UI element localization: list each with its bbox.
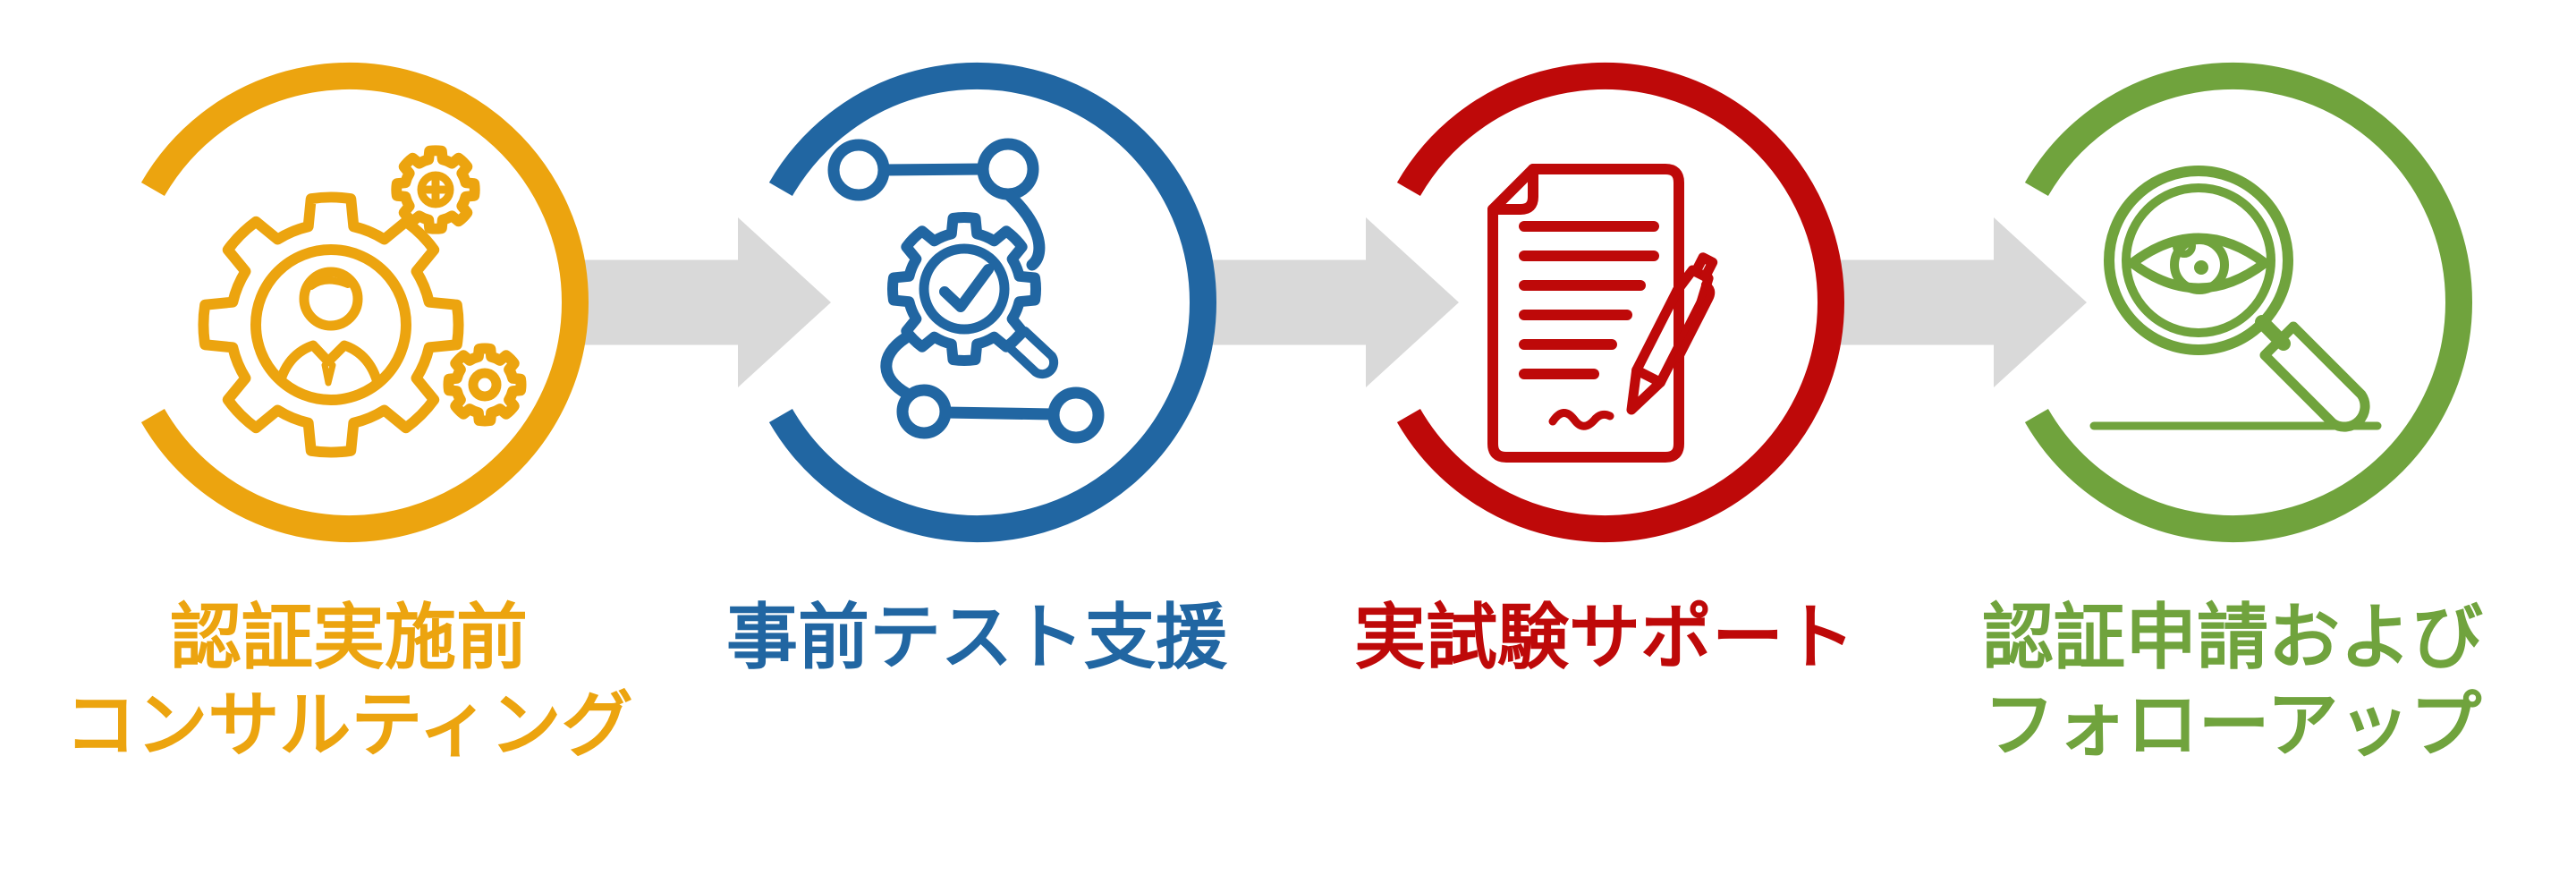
- flow-arrow: [1205, 217, 1459, 387]
- plus-icon: [422, 176, 449, 203]
- step-3-label-line-1: 実試験サポート: [1354, 598, 1855, 677]
- small-gear-hub: [468, 368, 502, 402]
- arrow-shape: [1833, 217, 2087, 387]
- pen-nib: [1626, 365, 1665, 415]
- arrow-shape: [1205, 217, 1459, 387]
- path-node: [827, 139, 890, 201]
- step-2-graphics: [768, 63, 1216, 542]
- path-curve: [880, 332, 913, 400]
- lens-inner-rim: [2122, 183, 2275, 337]
- arrow-shape: [577, 217, 831, 387]
- ring-circle: [140, 63, 589, 542]
- magnifier-eye-icon: [2089, 166, 2382, 432]
- step-4-graphics: [2024, 63, 2472, 542]
- eye-outline: [2127, 233, 2270, 293]
- pen-barrel: [1631, 285, 1707, 387]
- path-node: [977, 138, 1039, 200]
- step-3-label: 実試験サポート: [1265, 594, 1945, 682]
- eye-highlight: [2173, 234, 2196, 258]
- path-curve: [1002, 188, 1046, 271]
- step-4-label-line-1: 認証申請および: [1982, 598, 2483, 677]
- step-1-badge: [140, 63, 589, 542]
- person-head: [299, 267, 363, 331]
- pen-button: [1690, 252, 1718, 282]
- check-mark: [939, 264, 994, 312]
- flow-arrow: [1833, 217, 2087, 387]
- step-2-label-line-1: 事前テスト支援: [726, 598, 1227, 677]
- document-pen-icon: [1487, 164, 1718, 463]
- document-folded-corner: [1487, 164, 1538, 215]
- path-node: [896, 384, 952, 439]
- person-shoulders: [272, 340, 386, 395]
- step-1-label-line-1: 認証実施前: [170, 598, 528, 677]
- ring-circle: [768, 63, 1216, 542]
- magnifier-handle: [1004, 327, 1059, 379]
- step-1-label: 認証実施前 コンサルティング: [9, 594, 689, 769]
- flow-arrow: [577, 217, 831, 387]
- person-tie: [321, 361, 336, 387]
- step-4-badge: [2024, 63, 2472, 542]
- ring-circle: [1396, 63, 1844, 542]
- magnifier-handle: [2259, 321, 2370, 432]
- eye-pupil: [2194, 260, 2208, 275]
- eye-iris: [2170, 235, 2229, 294]
- path-segment: [939, 406, 1060, 421]
- person-bust: [272, 267, 386, 395]
- check-circle: [919, 243, 1010, 335]
- process-gear-check-icon: [827, 138, 1105, 444]
- step-2-label: 事前テスト支援: [637, 594, 1317, 682]
- step-1-label-line-2: コンサルティング: [64, 685, 633, 765]
- plus-gear-hub: [417, 171, 454, 208]
- step-4-label: 認証申請および フォローアップ: [1893, 594, 2572, 769]
- document-outline: [1487, 164, 1684, 463]
- step-3-badge: [1396, 63, 1844, 542]
- signature-squiggle: [1548, 409, 1614, 430]
- path-node: [1047, 387, 1105, 444]
- step-2-badge: [768, 63, 1216, 542]
- pen: [1626, 252, 1718, 415]
- step-4-label-line-2: フォローアップ: [1983, 685, 2482, 765]
- step-3-graphics: [1396, 63, 1844, 542]
- person-hair: [308, 276, 352, 290]
- gears-person-icon: [203, 150, 521, 452]
- path-segment: [877, 163, 989, 176]
- step-1-graphics: [140, 63, 589, 542]
- lens-outer-rim: [2104, 166, 2293, 355]
- ring-circle: [2024, 63, 2472, 542]
- pen-clip: [1674, 280, 1716, 363]
- portrait-circle: [250, 244, 411, 405]
